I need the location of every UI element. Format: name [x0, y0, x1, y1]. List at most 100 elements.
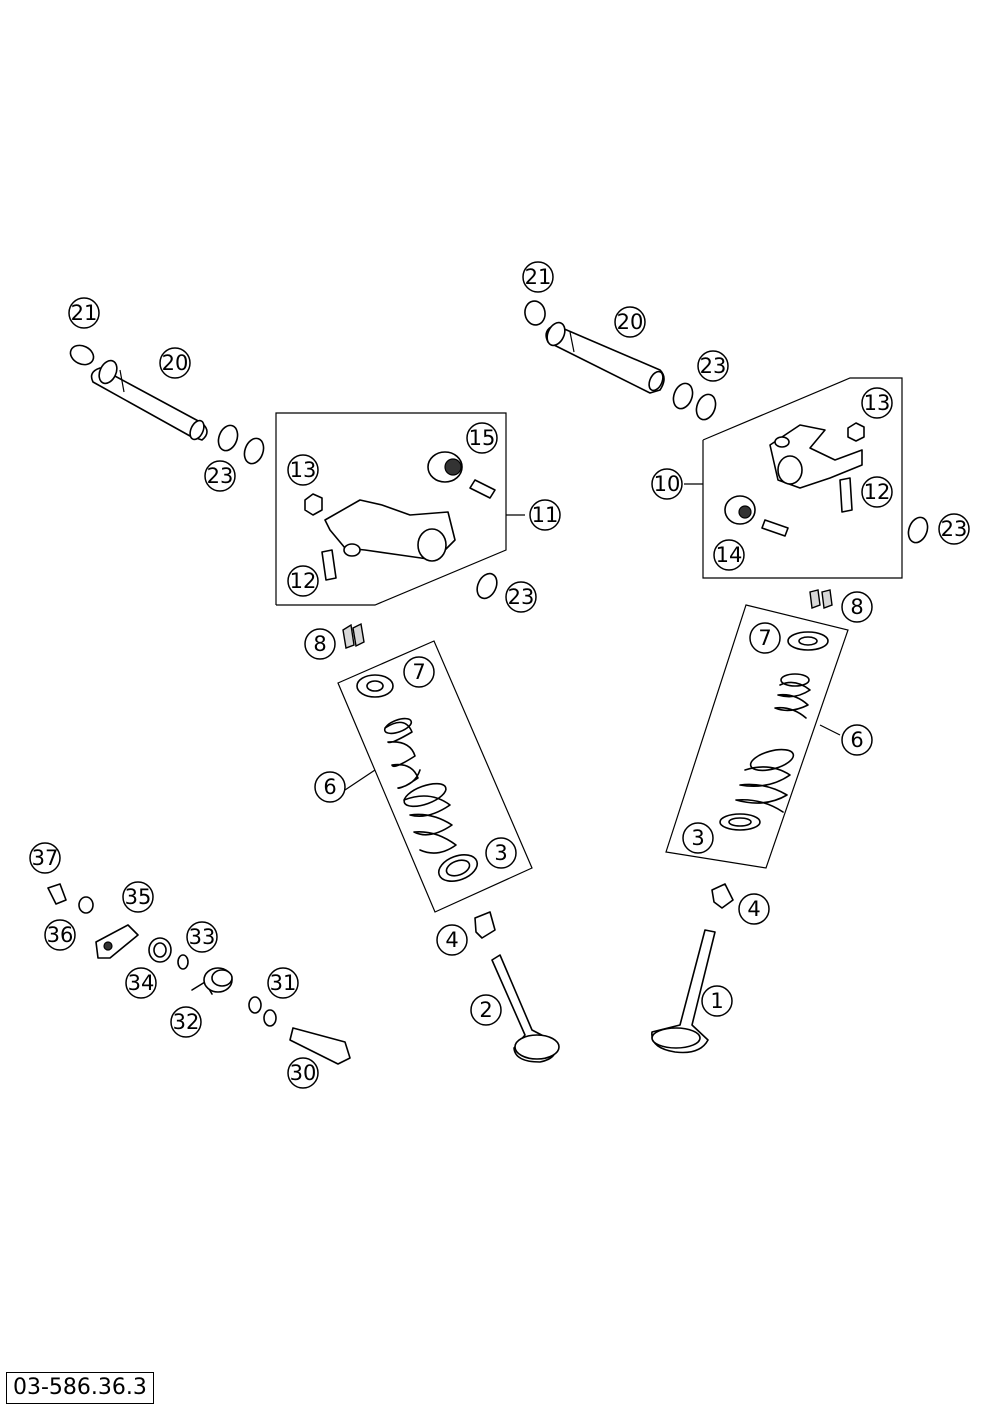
svg-text:2: 2 [479, 998, 492, 1022]
inner-spring-right [774, 673, 811, 719]
svg-text:23: 23 [207, 464, 234, 488]
rocker-shaft-20-right [545, 321, 665, 394]
callout-4-right: 4 [738, 893, 770, 925]
pin-14 [761, 519, 789, 537]
rocker-arm-10 [769, 424, 863, 489]
svg-text:1: 1 [710, 989, 723, 1013]
callout-23-left-pair: 23 [204, 460, 236, 492]
screw-37 [47, 883, 67, 905]
spring-seat-3-right [719, 813, 761, 831]
svg-text:31: 31 [270, 971, 297, 995]
outer-spring-left [403, 782, 457, 854]
rocker-arm-11-frame [275, 412, 525, 606]
o-rings-31 [248, 996, 277, 1027]
svg-text:33: 33 [189, 925, 216, 949]
spring-group-6-right-frame [665, 604, 849, 869]
callout-1: 1 [701, 985, 733, 1017]
callout-37: 37 [29, 842, 61, 874]
valve-2 [491, 954, 560, 1063]
callout-12-right: 12 [861, 476, 893, 508]
svg-text:11: 11 [532, 503, 559, 527]
rocker-arm-10-frame [684, 377, 903, 579]
inner-spring-left [383, 717, 421, 790]
pin-30 [289, 1027, 351, 1065]
svg-text:8: 8 [850, 595, 863, 619]
svg-text:13: 13 [290, 458, 317, 482]
svg-text:35: 35 [125, 885, 152, 909]
adjust-screw-12-right [839, 477, 853, 513]
callout-35: 35 [122, 881, 154, 913]
svg-text:7: 7 [758, 626, 771, 650]
outer-spring-right [735, 748, 795, 813]
callout-6-right: 6 [841, 724, 873, 756]
spring-retainer-7-right [787, 631, 829, 651]
callout-4-left: 4 [436, 924, 468, 956]
svg-text:34: 34 [128, 971, 155, 995]
callout-23-right-pair: 23 [697, 350, 729, 382]
svg-text:15: 15 [469, 426, 496, 450]
seal-34 [148, 937, 172, 963]
shim-23-left-lower [476, 572, 498, 600]
svg-text:4: 4 [747, 897, 760, 921]
svg-text:30: 30 [290, 1061, 317, 1085]
svg-text:6: 6 [850, 728, 863, 752]
callout-11: 11 [529, 499, 561, 531]
shim-23-right-pair [672, 382, 717, 421]
svg-text:32: 32 [173, 1010, 200, 1034]
svg-text:12: 12 [290, 569, 317, 593]
svg-text:20: 20 [617, 310, 644, 334]
svg-text:6: 6 [323, 775, 336, 799]
svg-text:12: 12 [864, 480, 891, 504]
callout-31: 31 [267, 967, 299, 999]
svg-text:37: 37 [32, 846, 59, 870]
callout-8-left: 8 [304, 628, 336, 660]
nut-13-right [847, 422, 865, 442]
rocker-shaft-20-left [90, 359, 208, 441]
svg-text:3: 3 [494, 841, 507, 865]
pin-15 [469, 479, 496, 499]
roller-14 [724, 495, 756, 525]
callout-23-right-single: 23 [938, 513, 970, 545]
svg-text:21: 21 [71, 301, 98, 325]
valve-seal-4-right [711, 883, 734, 909]
spring-retainer-7-left [356, 674, 394, 698]
svg-text:10: 10 [654, 472, 681, 496]
svg-text:36: 36 [47, 923, 74, 947]
callout-21-left: 21 [68, 297, 100, 329]
valve-keepers-8-left [342, 622, 365, 649]
spring-seat-3-left [437, 854, 479, 882]
svg-text:23: 23 [941, 517, 968, 541]
washer-37 [78, 896, 94, 914]
callout-21-right: 21 [522, 261, 554, 293]
svg-text:20: 20 [162, 351, 189, 375]
callout-12-left: 12 [287, 565, 319, 597]
callout-20-left: 20 [159, 347, 191, 379]
callout-33: 33 [186, 921, 218, 953]
o-ring-21-left [69, 344, 95, 366]
plate-35-36 [95, 924, 139, 959]
callout-7-right: 7 [749, 622, 781, 654]
callout-34: 34 [125, 967, 157, 999]
nut-13-left [304, 493, 323, 516]
callout-3-right: 3 [682, 822, 714, 854]
adjust-screw-12-left [321, 549, 337, 581]
callout-23-left-lower: 23 [505, 581, 537, 613]
svg-text:3: 3 [691, 826, 704, 850]
callout-30: 30 [287, 1057, 319, 1089]
callout-15: 15 [466, 422, 498, 454]
callout-6-left: 6 [314, 771, 346, 803]
callout-36: 36 [44, 919, 76, 951]
svg-text:7: 7 [412, 660, 425, 684]
callout-32: 32 [170, 1006, 202, 1038]
o-ring-33 [177, 954, 189, 970]
spring-group-6-left-frame [337, 640, 533, 913]
callout-8-right: 8 [841, 591, 873, 623]
rocker-arm-11 [324, 499, 456, 562]
svg-text:21: 21 [525, 265, 552, 289]
callout-20-right: 20 [614, 306, 646, 338]
o-ring-21-right [524, 300, 546, 326]
valve-seal-4-left [474, 911, 496, 939]
svg-text:13: 13 [864, 391, 891, 415]
